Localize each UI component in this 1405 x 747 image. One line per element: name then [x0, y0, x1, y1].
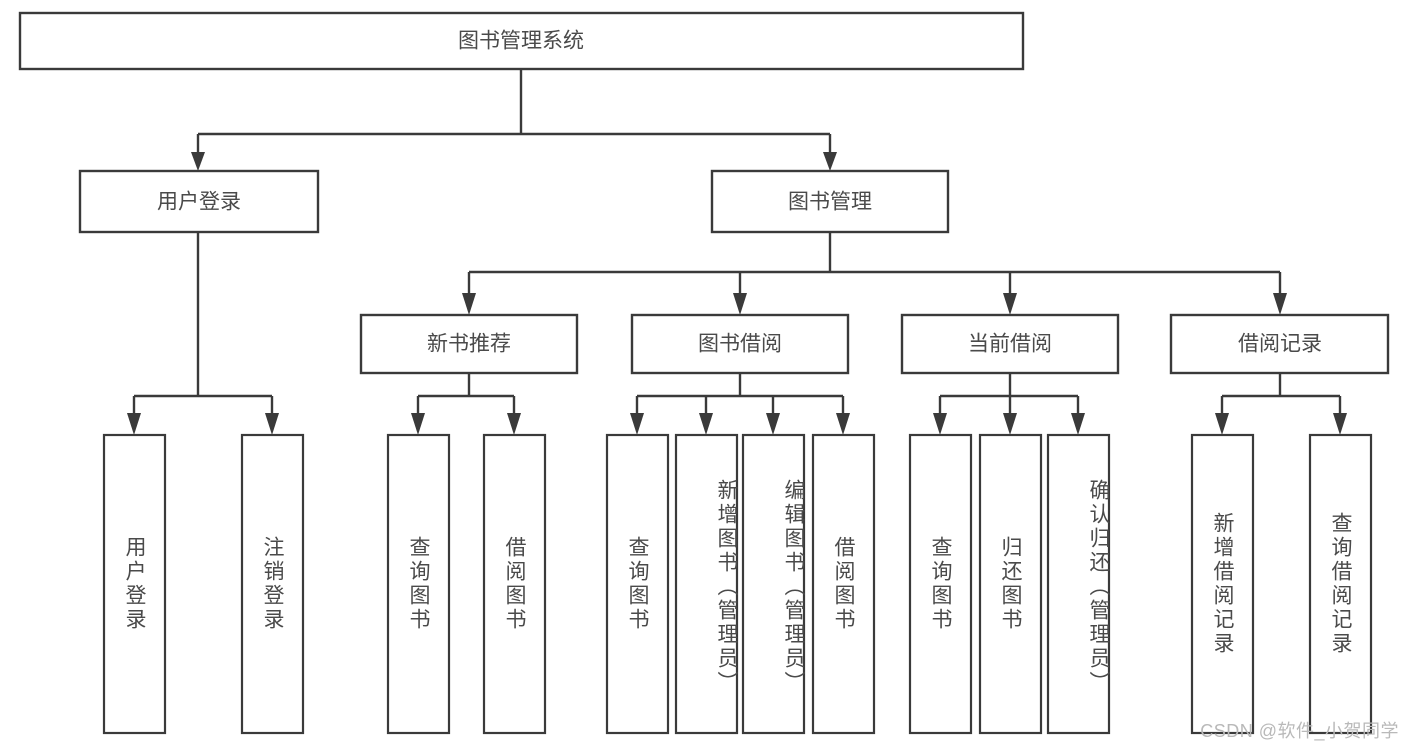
- arrow-bookborrow-to-l4: [836, 413, 850, 435]
- arrow-newbook-to-l1: [411, 413, 425, 435]
- node-new-book-recommend[interactable]: [359, 313, 579, 375]
- arrow-bookborrow-to-l1: [630, 413, 644, 435]
- leaf-user-login-query[interactable]: [102, 433, 167, 735]
- leaf-bookborrow-edit-book-admin[interactable]: [741, 433, 806, 735]
- node-user-login[interactable]: [78, 169, 320, 234]
- csdn-watermark: CSDN @软件_小贺同学: [1200, 721, 1399, 741]
- node-root-book-management-system[interactable]: [18, 11, 1025, 71]
- leaf-user-logout[interactable]: [240, 433, 305, 735]
- arrow-bookmgmt-to-n1: [462, 293, 476, 315]
- node-book-management[interactable]: [710, 169, 950, 234]
- node-current-borrow-label: 当前借阅: [968, 333, 1052, 356]
- arrow-root-to-user-login: [191, 152, 205, 171]
- leaf-borrowrecord-query-record[interactable]: [1308, 433, 1373, 735]
- leaf-currentborrow-confirm-return-admin[interactable]: [1046, 433, 1111, 735]
- arrow-currentborrow-to-l2: [1003, 413, 1017, 435]
- edges-group: [127, 69, 1347, 435]
- arrow-bookmgmt-to-n4: [1273, 293, 1287, 315]
- leaf-bookborrow-query-book[interactable]: [605, 433, 670, 735]
- arrow-bookmgmt-to-n3: [1003, 293, 1017, 315]
- leaf-newbook-borrow-book[interactable]: [482, 433, 547, 735]
- node-book-borrow[interactable]: [630, 313, 850, 375]
- arrow-newbook-to-l2: [507, 413, 521, 435]
- leaf-borrowrecord-add-record[interactable]: [1190, 433, 1255, 735]
- node-new-book-recommend-label: 新书推荐: [427, 333, 511, 356]
- node-borrow-record-label: 借阅记录: [1238, 333, 1322, 356]
- node-user-login-label: 用户登录: [157, 191, 241, 214]
- arrow-currentborrow-to-l1: [933, 413, 947, 435]
- leaf-currentborrow-return-book[interactable]: [978, 433, 1043, 735]
- arrow-bookmgmt-to-n2: [733, 293, 747, 315]
- node-book-management-label: 图书管理: [788, 191, 872, 214]
- arrow-borrowrecord-to-l1: [1215, 413, 1229, 435]
- nodes-group: 图书管理系统 用户登录 图书管理 新书推荐 图书借阅 当前借阅 借阅记录: [18, 11, 1390, 735]
- arrow-userlogin-to-l2: [265, 413, 279, 435]
- node-current-borrow[interactable]: [900, 313, 1120, 375]
- leaf-bookborrow-borrow-book[interactable]: [811, 433, 876, 735]
- node-root-label: 图书管理系统: [458, 30, 584, 53]
- node-book-borrow-label: 图书借阅: [698, 333, 782, 356]
- leaf-bookborrow-add-book-admin[interactable]: [674, 433, 739, 735]
- arrow-root-to-book-mgmt: [823, 152, 837, 171]
- arrow-currentborrow-to-l3: [1071, 413, 1085, 435]
- arrow-borrowrecord-to-l2: [1333, 413, 1347, 435]
- leaf-newbook-query-book[interactable]: [386, 433, 451, 735]
- arrow-bookborrow-to-l2: [699, 413, 713, 435]
- arrow-userlogin-to-l1: [127, 413, 141, 435]
- leaf-currentborrow-query-book[interactable]: [908, 433, 973, 735]
- node-borrow-record[interactable]: [1169, 313, 1390, 375]
- arrow-bookborrow-to-l3: [766, 413, 780, 435]
